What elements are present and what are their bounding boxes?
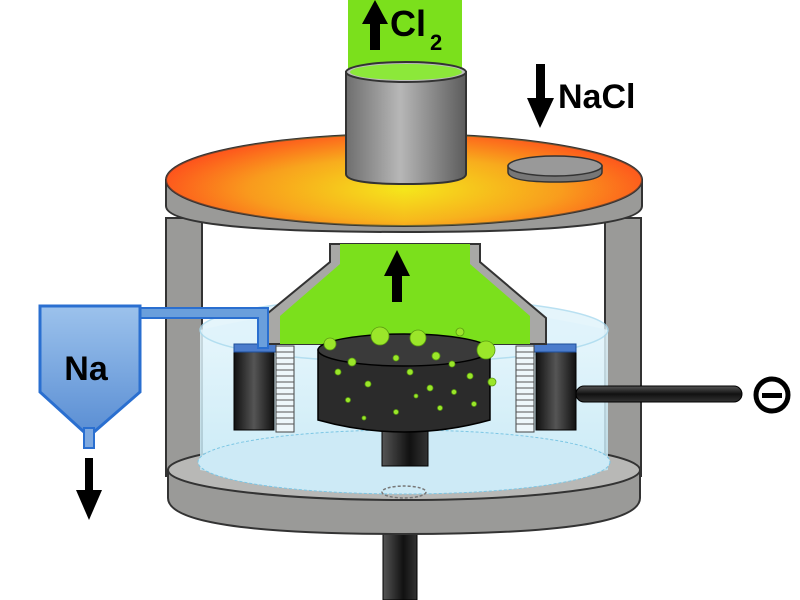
bubble [347,357,357,367]
bubble [392,354,400,362]
arrow-up-icon [362,0,388,50]
bubble [406,368,414,376]
bubble [345,397,351,403]
arrow-up-icon [384,250,410,302]
diaphragm-mesh-right [515,345,535,433]
bubble [476,340,496,360]
chlorine-bubbles [323,326,497,421]
chlorine-outlet-gas [348,0,462,70]
bubble [370,326,390,346]
chlorine-label-subscript: 2 [430,30,442,55]
frame-post-right [604,217,642,477]
cathode-lead-rod [575,385,743,403]
salt-feed-label: NaCl [558,78,635,116]
arrow-down-icon [76,458,102,520]
bubble [466,372,474,380]
frame-post-left [165,217,203,477]
bubble [437,405,443,411]
drain-outlet [381,485,427,499]
chlorine-label: Cl [390,3,426,44]
bubble [323,337,337,351]
salt-feed-port-top [507,155,603,177]
anode-top [317,333,491,367]
bubble [361,415,367,421]
bubble [487,377,497,387]
bubble [426,384,434,392]
bubble [471,401,477,407]
bubble [431,351,441,361]
bubble [451,389,457,395]
bubble [455,327,465,337]
chlorine-outlet-gas-top [350,64,462,80]
sodium-collector-neck [83,427,95,449]
chlorine-outlet-pipe [345,71,467,186]
cathode-left-face [233,349,275,431]
bubble [413,393,419,399]
cathode-right-face [535,349,577,431]
diaphragm-mesh-left [275,345,295,433]
bubble [334,368,342,376]
arrow-down-icon [527,64,554,128]
chlorine-gas-in-hood [280,244,530,344]
bubble [364,380,372,388]
cathode-right-cap [533,343,577,353]
bubble [448,360,456,368]
bubble [409,329,427,347]
anode-body [317,349,491,433]
minus-circle-icon [753,376,791,414]
bubble [393,409,399,415]
sodium-label: Na [64,350,109,388]
cathode-left-cap [233,343,277,353]
